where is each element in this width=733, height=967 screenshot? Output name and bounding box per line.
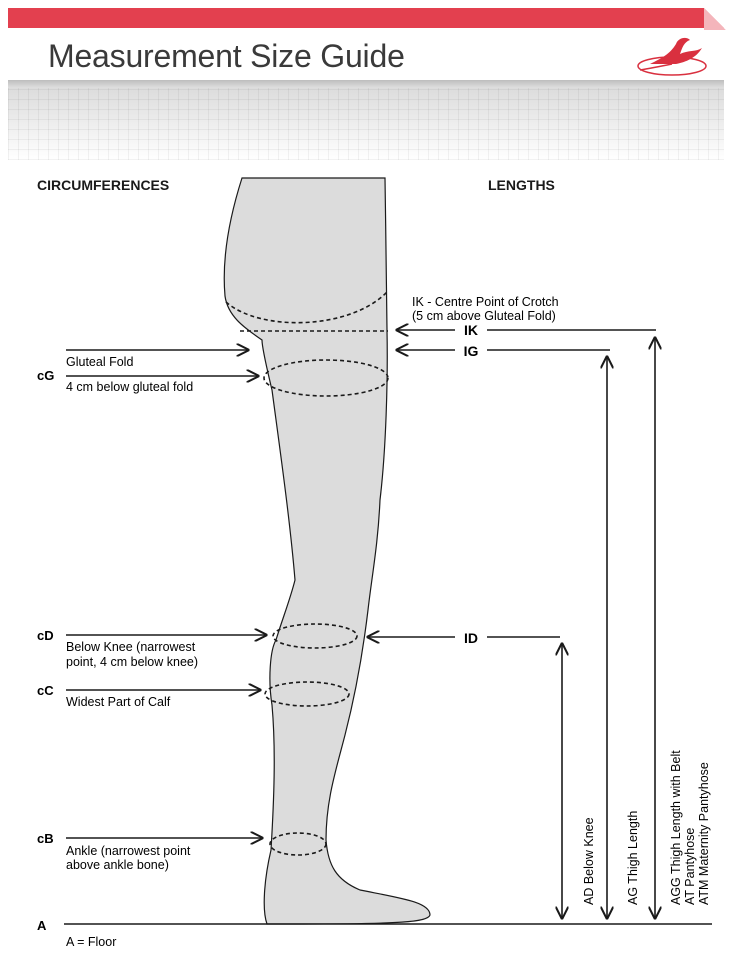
- gluteal-fold-label: Gluteal Fold: [66, 355, 133, 369]
- ik-description-line2: (5 cm above Gluteal Fold): [412, 309, 556, 323]
- leg-silhouette: [223, 177, 431, 925]
- id-code: ID: [464, 630, 478, 646]
- page-title: Measurement Size Guide: [48, 38, 405, 74]
- cg-circumference-ring: [263, 359, 389, 397]
- cc-code: cC: [37, 683, 54, 698]
- circumferences-heading: CIRCUMFERENCES: [37, 177, 170, 193]
- title-rule: [8, 80, 724, 90]
- header-band: [8, 8, 724, 28]
- cg-code: cG: [37, 368, 54, 383]
- page-curl-decoration: [704, 8, 726, 30]
- cg-label: 4 cm below gluteal fold: [66, 380, 193, 394]
- ik-code: IK: [464, 322, 478, 338]
- ad-length-label: AD Below Knee: [582, 817, 596, 905]
- cb-code: cB: [37, 831, 54, 846]
- cc-circumference-ring: [264, 681, 350, 707]
- cb-label-line1: Ankle (narrowest point: [66, 844, 191, 858]
- at-length-label: AT Pantyhose: [683, 828, 697, 905]
- ig-code: IG: [464, 343, 479, 359]
- cd-code: cD: [37, 628, 54, 643]
- cd-label-line2: point, 4 cm below knee): [66, 655, 198, 669]
- cb-label-line2: above ankle bone): [66, 858, 169, 872]
- upper-thigh-dashed-arc: [225, 291, 388, 324]
- grid-band-decoration: [8, 88, 724, 160]
- a-code: A: [37, 918, 47, 933]
- crane-logo: [637, 37, 707, 76]
- ag-length-label: AG Thigh Length: [626, 811, 640, 905]
- agg-length-label: AGG Thigh Length with Belt: [669, 750, 683, 905]
- floor-note: A = Floor: [66, 935, 116, 949]
- cd-circumference-ring: [272, 623, 358, 649]
- ik-description-line1: IK - Centre Point of Crotch: [412, 295, 559, 309]
- cc-label: Widest Part of Calf: [66, 695, 171, 709]
- atm-length-label: ATM Maternity Pantyhose: [697, 762, 711, 905]
- cb-circumference-ring: [269, 832, 327, 856]
- lengths-heading: LENGTHS: [488, 177, 555, 193]
- cd-label-line1: Below Knee (narrowest: [66, 640, 196, 654]
